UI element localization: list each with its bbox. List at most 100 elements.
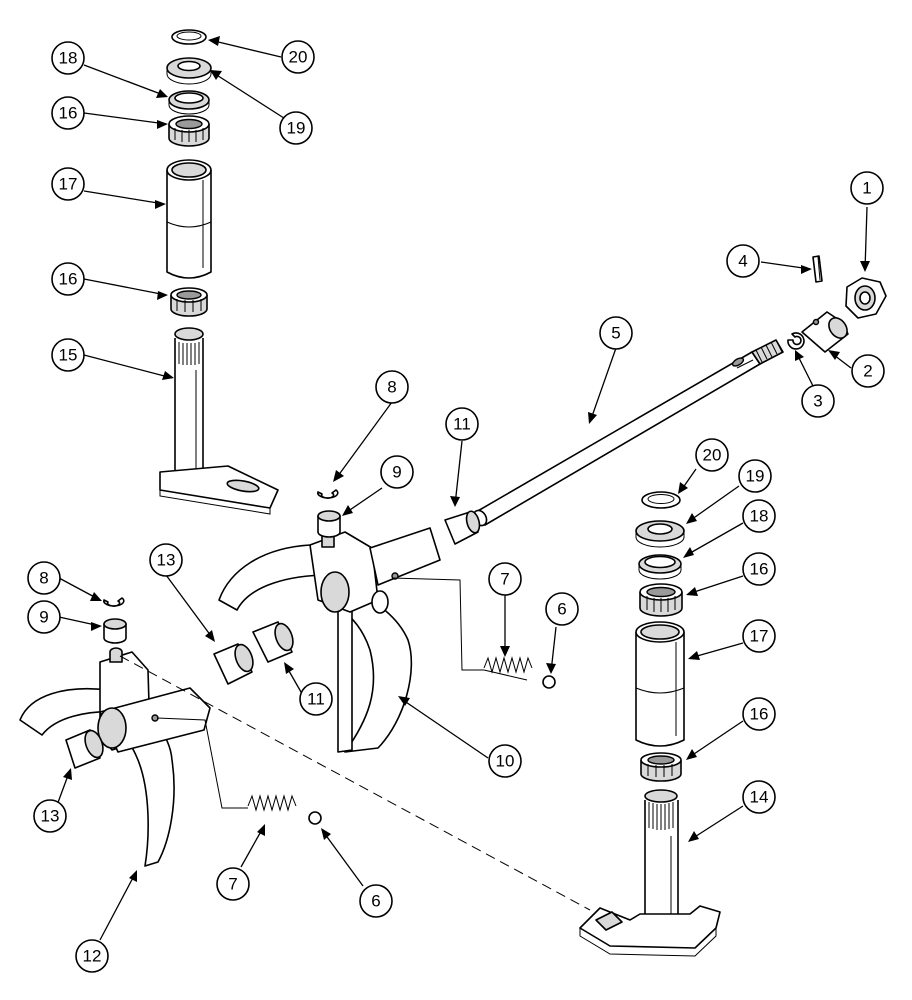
snap-ring-part xyxy=(641,491,681,509)
callout-18: 18 xyxy=(51,41,85,75)
callout-18: 18 xyxy=(742,499,776,533)
seal-part xyxy=(168,90,210,115)
svg-text:9: 9 xyxy=(39,608,48,627)
svg-text:20: 20 xyxy=(703,446,722,465)
needle-bearing-part xyxy=(639,583,683,617)
callout-20: 20 xyxy=(695,438,729,472)
svg-text:17: 17 xyxy=(59,175,78,194)
callout-labels: 1 2 3 4 5 6 6 7 7 8 8 9 9 10 11 11 12 13… xyxy=(27,40,885,973)
callout-6: 6 xyxy=(545,592,579,626)
svg-text:5: 5 xyxy=(611,324,620,343)
svg-text:16: 16 xyxy=(59,270,78,289)
alignment-line xyxy=(156,717,248,809)
detent-spring-part xyxy=(483,656,533,681)
svg-text:8: 8 xyxy=(387,378,396,397)
callout-14: 14 xyxy=(742,780,776,814)
svg-text:6: 6 xyxy=(371,892,380,911)
e-clip-part xyxy=(787,332,805,350)
svg-text:14: 14 xyxy=(750,788,769,807)
svg-text:13: 13 xyxy=(41,807,60,826)
callout-17: 17 xyxy=(742,619,776,653)
svg-text:11: 11 xyxy=(307,690,325,709)
callout-8: 8 xyxy=(375,370,409,404)
svg-text:13: 13 xyxy=(157,551,176,570)
detent-spring-part xyxy=(247,794,297,812)
shift-fork-lower-part xyxy=(19,647,211,867)
callout-19: 19 xyxy=(738,459,772,493)
washer-part xyxy=(635,520,685,548)
svg-text:17: 17 xyxy=(750,627,769,646)
lower-right-shaft-assembly xyxy=(579,491,721,957)
callout-6: 6 xyxy=(359,884,393,918)
callout-16: 16 xyxy=(51,262,85,296)
bushing-part xyxy=(213,643,254,685)
svg-text:15: 15 xyxy=(59,346,78,365)
detent-ball-part xyxy=(542,675,556,689)
svg-text:11: 11 xyxy=(453,415,471,434)
callout-13: 13 xyxy=(149,543,183,577)
callout-3: 3 xyxy=(801,384,835,418)
svg-text:20: 20 xyxy=(289,48,308,67)
bushing-part xyxy=(252,621,294,663)
upper-left-shaft-assembly xyxy=(159,29,279,515)
svg-text:7: 7 xyxy=(228,875,237,894)
callout-2: 2 xyxy=(851,354,885,388)
svg-text:3: 3 xyxy=(813,392,822,411)
shift-fork-upper-part xyxy=(218,527,441,753)
callout-17: 17 xyxy=(51,167,85,201)
svg-text:18: 18 xyxy=(750,507,769,526)
svg-text:2: 2 xyxy=(863,362,872,381)
collar-part xyxy=(801,311,849,353)
callout-9: 9 xyxy=(27,600,61,634)
svg-text:16: 16 xyxy=(59,104,78,123)
callout-7: 7 xyxy=(216,867,250,901)
leader-lines xyxy=(52,36,870,941)
seal-part xyxy=(638,554,682,580)
detent-ball-part xyxy=(308,811,322,825)
svg-text:19: 19 xyxy=(287,119,306,138)
needle-bearing-part xyxy=(168,115,210,147)
e-clip-part xyxy=(103,597,125,607)
block-part xyxy=(317,510,341,538)
shift-shaft-part xyxy=(579,789,721,957)
svg-text:1: 1 xyxy=(862,179,871,198)
svg-text:9: 9 xyxy=(392,463,401,482)
block-part xyxy=(103,618,127,644)
callout-13: 13 xyxy=(33,799,67,833)
svg-text:10: 10 xyxy=(496,752,515,771)
washer-part xyxy=(166,57,212,85)
callout-9: 9 xyxy=(380,455,414,489)
svg-text:12: 12 xyxy=(83,947,102,966)
callout-1: 1 xyxy=(850,171,884,205)
callout-16: 16 xyxy=(51,96,85,130)
callout-16: 16 xyxy=(742,697,776,731)
needle-bearing-part xyxy=(640,752,682,782)
bushing-part xyxy=(65,729,104,769)
svg-text:7: 7 xyxy=(500,570,509,589)
shift-rod-part xyxy=(472,339,784,527)
svg-text:16: 16 xyxy=(750,560,769,579)
svg-text:19: 19 xyxy=(746,467,765,486)
shift-shaft-part xyxy=(159,327,279,515)
callout-8: 8 xyxy=(27,561,61,595)
callout-16: 16 xyxy=(742,552,776,586)
sleeve-part xyxy=(166,159,212,279)
roll-pin-part xyxy=(812,255,823,283)
bushing-part xyxy=(444,510,481,545)
e-clip-part xyxy=(317,489,339,499)
callout-10: 10 xyxy=(488,744,522,778)
callout-20: 20 xyxy=(281,40,315,74)
svg-text:6: 6 xyxy=(557,600,566,619)
callout-11: 11 xyxy=(445,407,479,441)
alignment-line xyxy=(391,577,484,671)
sleeve-part xyxy=(635,621,685,747)
nut-part xyxy=(845,277,887,319)
callout-5: 5 xyxy=(599,316,633,350)
callout-19: 19 xyxy=(279,111,313,145)
svg-text:18: 18 xyxy=(59,49,78,68)
snap-ring-part xyxy=(171,29,207,45)
callout-12: 12 xyxy=(75,939,109,973)
callout-4: 4 xyxy=(726,244,760,278)
callout-11: 11 xyxy=(299,682,333,716)
